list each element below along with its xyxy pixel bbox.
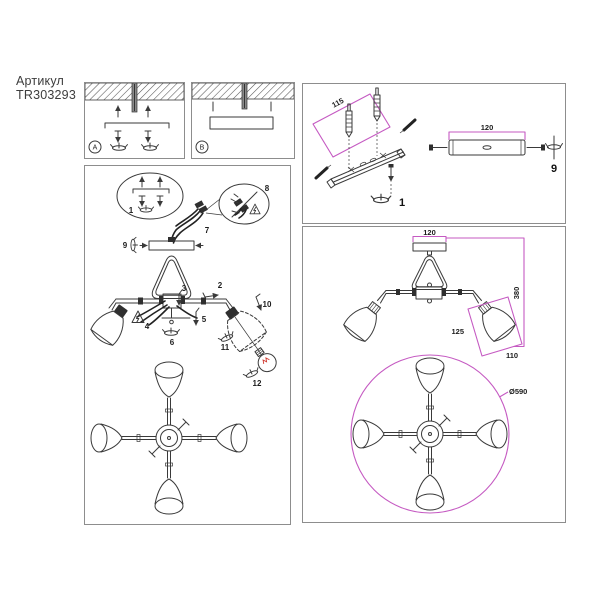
dim-shade-width-label: 110 <box>506 351 518 360</box>
dim-120-label: 120 <box>481 123 494 132</box>
expansion-pin <box>402 118 417 132</box>
dim-height-line <box>446 237 525 348</box>
step-label-12: 12 <box>253 379 262 388</box>
right-lamp: 10 11 12 <box>217 293 277 388</box>
step-label-7: 7 <box>205 226 210 235</box>
left-lamp <box>90 304 128 346</box>
screw-head <box>388 164 394 168</box>
dim-diameter-label: Ø590 <box>509 387 527 396</box>
wing-nut-icon <box>110 142 128 151</box>
mounting-bracket-3d: 115 <box>312 87 417 209</box>
shade-top <box>415 357 445 394</box>
wing-nut-icon <box>141 142 159 151</box>
dim-canopy-line <box>412 235 447 242</box>
cross-bracket: 120 9 <box>429 123 563 175</box>
bulb-icon <box>254 347 277 373</box>
step-label-2: 2 <box>218 281 223 290</box>
wing-nut-icon <box>545 135 563 160</box>
dim-115-label: 115 <box>330 96 345 110</box>
arms <box>108 297 234 311</box>
step-label-8: 8 <box>265 184 270 193</box>
shade-top <box>154 361 184 398</box>
step-label-9: 9 <box>123 241 128 250</box>
variant-a-badge <box>88 140 102 154</box>
step-label-4: 4 <box>145 322 150 331</box>
panel-assembly: 1 8 7 <box>84 165 291 525</box>
hub-handle <box>148 445 161 458</box>
wing-nut-icon <box>137 205 155 213</box>
hub-block <box>415 286 443 300</box>
variant-a-letter: A <box>93 145 98 152</box>
step-label-10: 10 <box>263 300 272 309</box>
wiring-detail-ellipse: 8 <box>205 183 270 225</box>
variant-b-letter: B <box>200 145 205 152</box>
dim-shade-box <box>467 296 523 357</box>
anchor-bolt <box>373 87 381 156</box>
article-code: TR303293 <box>16 88 76 102</box>
panel-hardware: 115 <box>302 83 566 224</box>
article-label: Артикул <box>16 74 65 88</box>
wing-nut-icon <box>130 236 138 254</box>
hub-handle <box>438 414 451 427</box>
variant-b-badge <box>195 140 209 154</box>
step-label-5: 5 <box>202 315 207 324</box>
hub-handle <box>409 441 422 454</box>
mount-b-drawing: B <box>192 83 294 154</box>
canopy-plate <box>209 116 274 130</box>
dim-shade-height-label: 125 <box>451 327 464 336</box>
dim-height-label: 380 <box>512 287 521 300</box>
screw-head <box>429 144 433 151</box>
part-9-label: 9 <box>551 163 557 175</box>
fixture-top-view <box>90 361 248 515</box>
anchor-detail-ellipse: 1 <box>116 172 184 220</box>
shade-right <box>475 419 508 449</box>
wire-bundle: 7 <box>170 200 210 244</box>
mount-a-drawing: A <box>85 83 184 154</box>
panel-dimensions: 120 380 125 110 <box>302 226 566 523</box>
fixture-side-view: 120 380 125 110 <box>340 228 525 360</box>
anchor-arrows-up <box>115 105 151 118</box>
panel-mount-a: A <box>84 82 185 159</box>
canopy <box>412 242 447 252</box>
mounting-bar: 9 <box>123 236 204 254</box>
hanger-triangle <box>411 255 448 290</box>
expansion-pin <box>314 166 329 180</box>
shade-left <box>352 419 385 449</box>
fixture-top-view-dimensioned: Ø590 <box>350 354 527 514</box>
step-label-11: 11 <box>221 343 230 352</box>
shade-right <box>215 423 248 453</box>
dimensions-drawing: 120 380 125 110 <box>340 228 527 514</box>
lamp-socket <box>225 306 239 320</box>
shade-bottom <box>415 474 445 511</box>
bulb-filament <box>262 357 270 364</box>
part-1-label: 1 <box>399 197 405 209</box>
dim-canopy-label: 120 <box>423 228 436 237</box>
hardware-drawing: 115 <box>312 87 563 209</box>
step-label-1: 1 <box>129 206 134 215</box>
step-label-3: 3 <box>182 284 187 293</box>
dim-diameter-circle <box>350 354 510 514</box>
article-block: Артикул TR303293 <box>16 74 76 102</box>
shade-bottom <box>154 478 184 515</box>
assembly-drawing: 1 8 7 <box>90 172 277 515</box>
warning-triangle-icon <box>249 203 261 215</box>
dim-115-box <box>312 93 391 158</box>
step-label-6: 6 <box>170 338 175 347</box>
wing-nut-icon <box>370 193 392 204</box>
screw-arrows-down <box>114 130 152 143</box>
hub-handle <box>177 418 190 431</box>
wing-nut-icon <box>217 329 236 344</box>
anchor-bolt <box>345 103 353 169</box>
central-hub: 3 2 4 5 6 <box>131 281 223 347</box>
bracket-line <box>104 122 170 129</box>
wing-nut-icon <box>162 327 180 336</box>
wing-nut-icon <box>242 365 261 380</box>
panel-mount-b: B <box>191 82 295 159</box>
shade-left <box>90 423 123 453</box>
hanger-triangle <box>151 255 192 299</box>
dim-120-line <box>448 131 526 140</box>
lamp-socket <box>114 304 128 318</box>
